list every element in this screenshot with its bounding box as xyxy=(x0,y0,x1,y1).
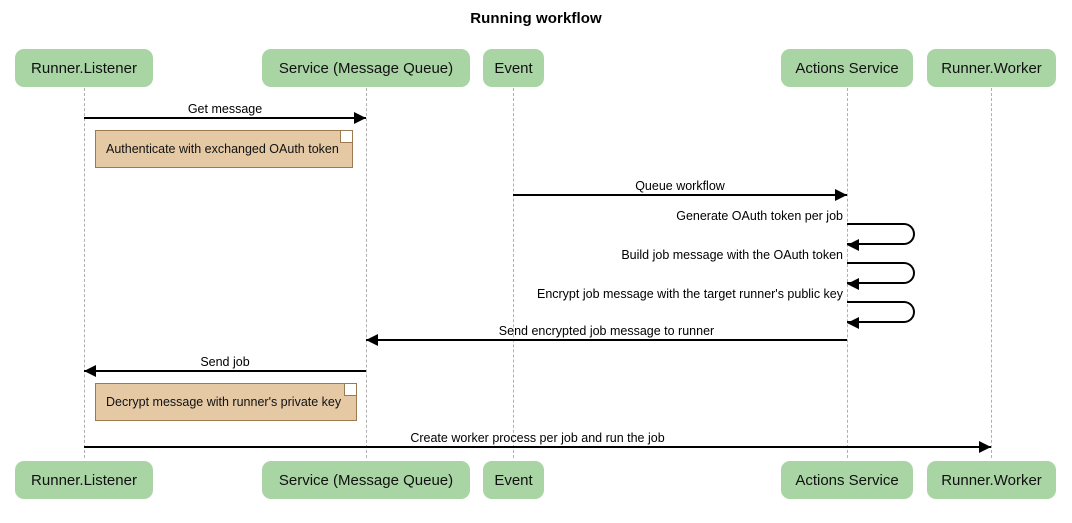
actor-label: Runner.Worker xyxy=(941,471,1042,489)
actor-label: Runner.Listener xyxy=(31,59,137,77)
note-decrypt-note: Decrypt message with runner's private ke… xyxy=(95,383,357,421)
self-loop-encrypt-job-message-with-the-target-runners-public-key xyxy=(847,301,915,323)
message-line-send-encrypted-job-message-to-runner xyxy=(366,339,847,341)
message-line-create-worker-process-per-job-and-run-the-job xyxy=(84,446,991,448)
lifeline-event xyxy=(513,88,514,458)
note-fold-icon xyxy=(344,384,356,396)
actor-label: Runner.Listener xyxy=(31,471,137,489)
actor-box-event-top[interactable]: Event xyxy=(483,49,544,87)
arrow-head-create-worker-process-per-job-and-run-the-job xyxy=(979,441,991,453)
lifeline-runner-worker xyxy=(991,88,992,458)
actor-box-actions-service-top[interactable]: Actions Service xyxy=(781,49,913,87)
actor-label: Runner.Worker xyxy=(941,59,1042,77)
message-label-build-job-message-with-the-oauth-token: Build job message with the OAuth token xyxy=(621,248,843,262)
message-label-generate-oauth-token-per-job: Generate OAuth token per job xyxy=(676,209,843,223)
note-fold-icon xyxy=(340,131,352,143)
actor-box-runner-worker-top[interactable]: Runner.Worker xyxy=(927,49,1056,87)
page-title: Running workflow xyxy=(470,10,602,27)
note-label: Decrypt message with runner's private ke… xyxy=(106,395,342,409)
note-label: Authenticate with exchanged OAuth token xyxy=(106,142,339,156)
actor-label: Actions Service xyxy=(795,59,899,77)
arrow-head-build-job-message-with-the-oauth-token xyxy=(847,278,859,290)
actor-box-actions-service-bottom[interactable]: Actions Service xyxy=(781,461,913,499)
arrow-head-queue-workflow xyxy=(835,189,847,201)
actor-label: Event xyxy=(494,471,533,489)
lifeline-service-message-queue xyxy=(366,88,367,458)
actor-box-service-message-queue-top[interactable]: Service (Message Queue) xyxy=(262,49,470,87)
message-label-get-message: Get message xyxy=(187,102,263,116)
self-loop-generate-oauth-token-per-job xyxy=(847,223,915,245)
actor-label: Event xyxy=(494,59,533,77)
arrow-head-send-job xyxy=(84,365,96,377)
actor-box-event-bottom[interactable]: Event xyxy=(483,461,544,499)
actor-label: Service (Message Queue) xyxy=(278,471,454,489)
message-label-queue-workflow: Queue workflow xyxy=(635,179,725,193)
actor-box-runner-listener-bottom[interactable]: Runner.Listener xyxy=(15,461,153,499)
arrow-head-get-message xyxy=(354,112,366,124)
actor-label: Actions Service xyxy=(795,471,899,489)
arrow-head-encrypt-job-message-with-the-target-runners-public-key xyxy=(847,317,859,329)
message-label-create-worker-process-per-job-and-run-the-job: Create worker process per job and run th… xyxy=(410,431,665,445)
message-label-encrypt-job-message-with-the-target-runners-public-key: Encrypt job message with the target runn… xyxy=(536,287,843,301)
self-loop-build-job-message-with-the-oauth-token xyxy=(847,262,915,284)
message-line-queue-workflow xyxy=(513,194,847,196)
message-line-send-job xyxy=(84,370,366,372)
message-label-send-job: Send job xyxy=(200,355,250,369)
lifeline-runner-listener xyxy=(84,88,85,458)
actor-box-runner-worker-bottom[interactable]: Runner.Worker xyxy=(927,461,1056,499)
actor-box-service-message-queue-bottom[interactable]: Service (Message Queue) xyxy=(262,461,470,499)
actor-label: Service (Message Queue) xyxy=(278,59,454,77)
message-label-send-encrypted-job-message-to-runner: Send encrypted job message to runner xyxy=(498,324,715,338)
note-authenticate-note: Authenticate with exchanged OAuth token xyxy=(95,130,353,168)
message-line-get-message xyxy=(84,117,366,119)
actor-box-runner-listener-top[interactable]: Runner.Listener xyxy=(15,49,153,87)
arrow-head-send-encrypted-job-message-to-runner xyxy=(366,334,378,346)
arrow-head-generate-oauth-token-per-job xyxy=(847,239,859,251)
